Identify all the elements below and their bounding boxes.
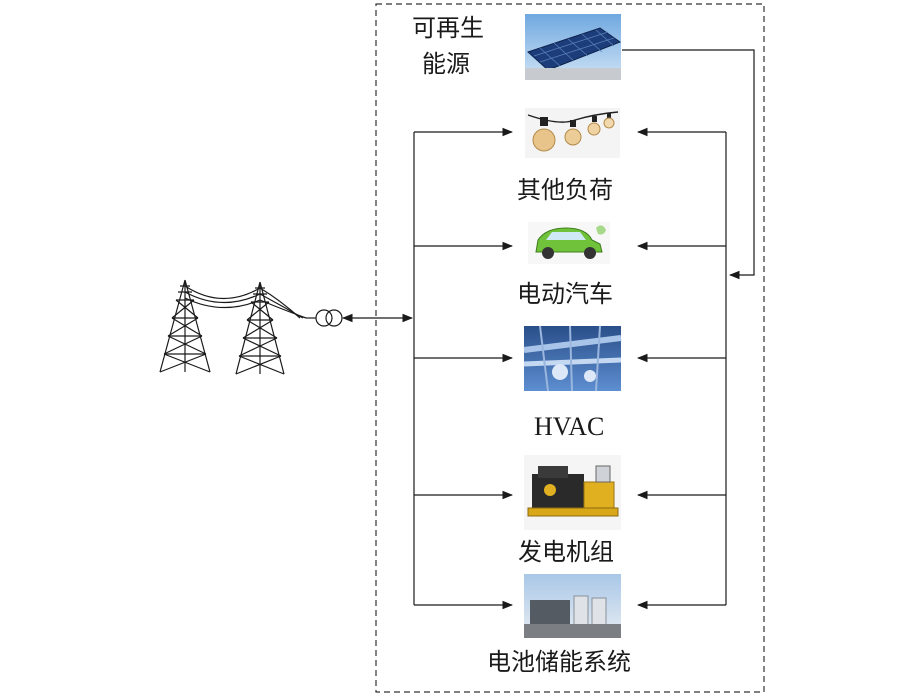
solar-panel-icon bbox=[525, 14, 622, 80]
string-light-bulbs-icon bbox=[525, 108, 620, 158]
transmission-tower-icon bbox=[159, 279, 316, 375]
load-label-battery: 电池储能系统 bbox=[487, 648, 631, 676]
transformer-icon bbox=[315, 309, 343, 327]
load-label-generator: 发电机组 bbox=[518, 538, 614, 566]
microgrid-boundary bbox=[375, 3, 765, 693]
hvac-duct-icon bbox=[523, 325, 622, 392]
renewable-label-line2: 能源 bbox=[422, 50, 470, 78]
connection-lines bbox=[341, 49, 755, 610]
diesel-generator-icon bbox=[524, 455, 621, 530]
load-label-ev: 电动汽车 bbox=[517, 280, 613, 308]
electric-car-icon bbox=[528, 222, 610, 264]
load-label-other: 其他负荷 bbox=[517, 176, 613, 204]
battery-storage-icon bbox=[524, 574, 621, 638]
renewable-label-line1: 可再生 bbox=[412, 14, 484, 42]
load-label-hvac: HVAC bbox=[534, 412, 604, 441]
